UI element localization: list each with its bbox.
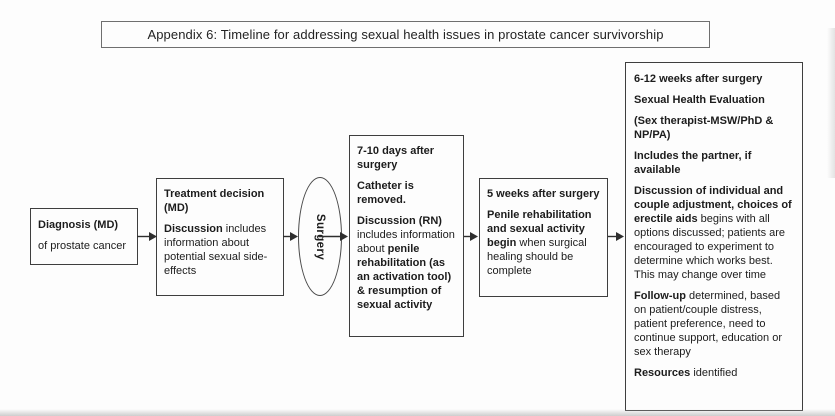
postop-catheter: Catheter is removed.	[357, 180, 414, 206]
treatment-decision-box: Treatment decision (MD) Discussion inclu…	[156, 178, 284, 296]
sixtwelve-therapist: (Sex therapist-MSW/PhD & NP/PA)	[634, 115, 774, 141]
sixtwelve-resources: Resources identified	[634, 367, 738, 379]
postop-heading: 7-10 days after surgery	[357, 145, 435, 171]
diagnosis-heading: Diagnosis (MD)	[38, 219, 119, 231]
diagnosis-body: of prostate cancer	[38, 240, 127, 252]
flow-arrow-5	[608, 232, 624, 241]
diagram-title-box: Appendix 6: Timeline for addressing sexu…	[101, 21, 710, 48]
flow-arrow-1	[137, 232, 157, 241]
postop-7-10-days-box: 7-10 days after surgery Catheter is remo…	[349, 135, 464, 337]
six-twelve-weeks-box: 6-12 weeks after surgery Sexual Health E…	[625, 62, 803, 411]
scan-edge-artifact-right	[827, 28, 835, 178]
five-weeks-box: 5 weeks after surgery Penile rehabilitat…	[479, 178, 608, 297]
flow-arrow-4	[464, 232, 478, 241]
fiveweeks-heading: 5 weeks after surgery	[487, 188, 600, 200]
postop-discussion: Discussion (RN) includes information abo…	[357, 215, 455, 311]
treatment-heading: Treatment decision (MD)	[164, 188, 265, 214]
diagnosis-box: Diagnosis (MD) of prostate cancer	[30, 208, 138, 265]
diagram-title: Appendix 6: Timeline for addressing sexu…	[147, 27, 664, 42]
sixtwelve-partner: Includes the partner, if available	[634, 150, 752, 176]
fiveweeks-body: Penile rehabilitation and sexual activit…	[487, 209, 592, 277]
scan-edge-artifact-bottom	[0, 409, 835, 416]
sixtwelve-evaluation: Sexual Health Evaluation	[634, 94, 765, 106]
surgery-ellipse: Surgery	[298, 177, 342, 296]
flow-arrow-2	[283, 232, 298, 241]
treatment-body: Discussion includes information about po…	[164, 223, 268, 277]
sixtwelve-heading: 6-12 weeks after surgery	[634, 73, 763, 85]
sixtwelve-discussion: Discussion of individual and couple adju…	[634, 185, 792, 281]
sixtwelve-followup: Follow-up determined, based on patient/c…	[634, 290, 782, 358]
surgery-label: Surgery	[314, 213, 327, 260]
